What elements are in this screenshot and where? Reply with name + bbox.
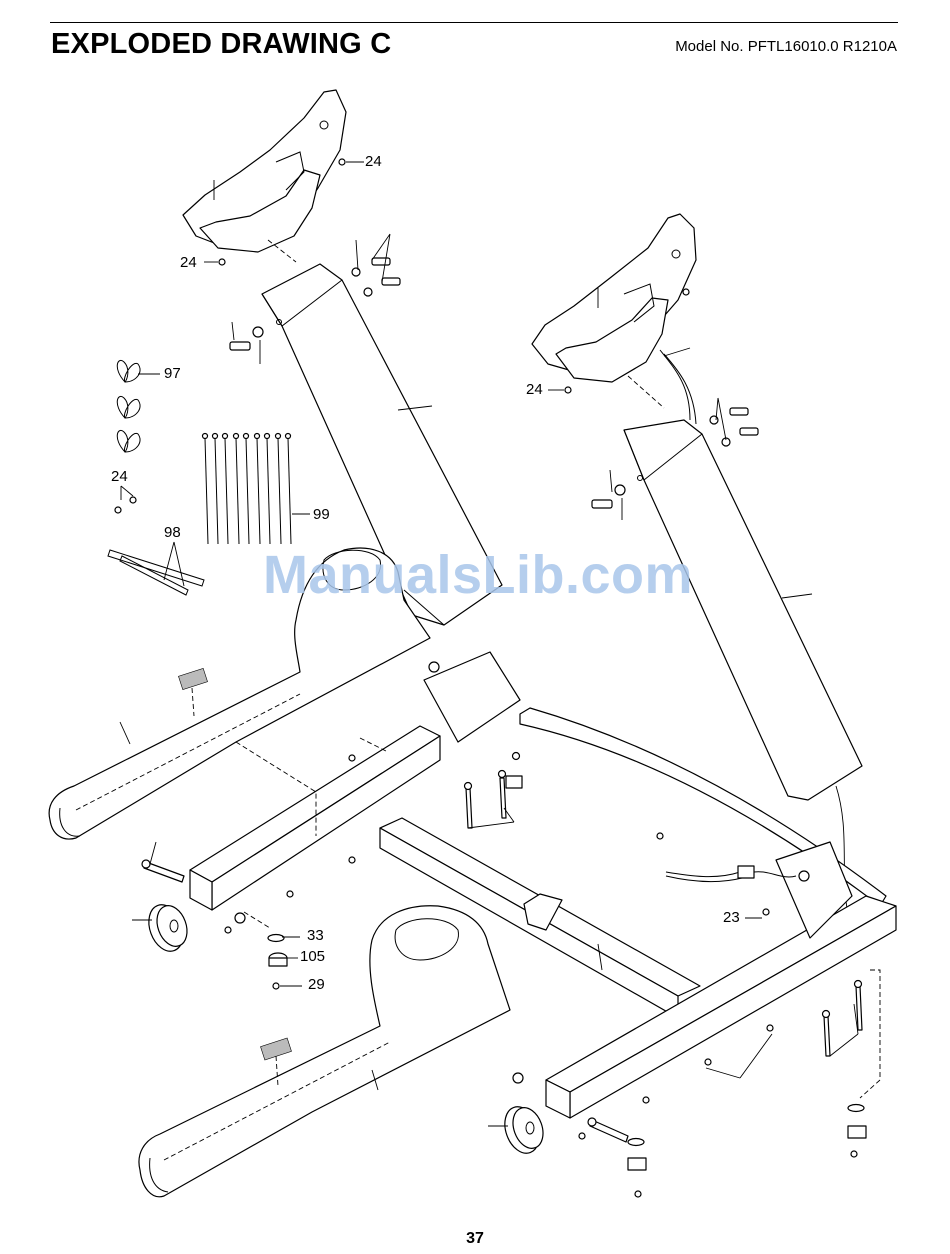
callout-29: 29 bbox=[308, 976, 325, 993]
left-upright-cover bbox=[183, 90, 346, 262]
callout-24: 24 bbox=[365, 153, 382, 170]
callout-24: 24 bbox=[111, 468, 128, 485]
straps-98 bbox=[108, 497, 204, 595]
callout-33: 33 bbox=[307, 927, 324, 944]
left-wheel bbox=[143, 900, 193, 956]
wire-clips-97 bbox=[117, 360, 140, 452]
watermark: ManualsLib.com bbox=[263, 544, 693, 606]
callout-99: 99 bbox=[313, 506, 330, 523]
right-wheel bbox=[499, 1102, 549, 1158]
callout-24: 24 bbox=[526, 381, 543, 398]
callout-23: 23 bbox=[723, 909, 740, 926]
callout-24: 24 bbox=[180, 254, 197, 271]
callout-97: 97 bbox=[164, 365, 181, 382]
page-number: 37 bbox=[0, 1230, 950, 1248]
cable-ties-99 bbox=[203, 434, 292, 545]
callout-98: 98 bbox=[164, 524, 181, 541]
callout-105: 105 bbox=[300, 948, 325, 965]
right-upright-cover bbox=[532, 214, 696, 408]
wire-harness bbox=[666, 866, 796, 882]
